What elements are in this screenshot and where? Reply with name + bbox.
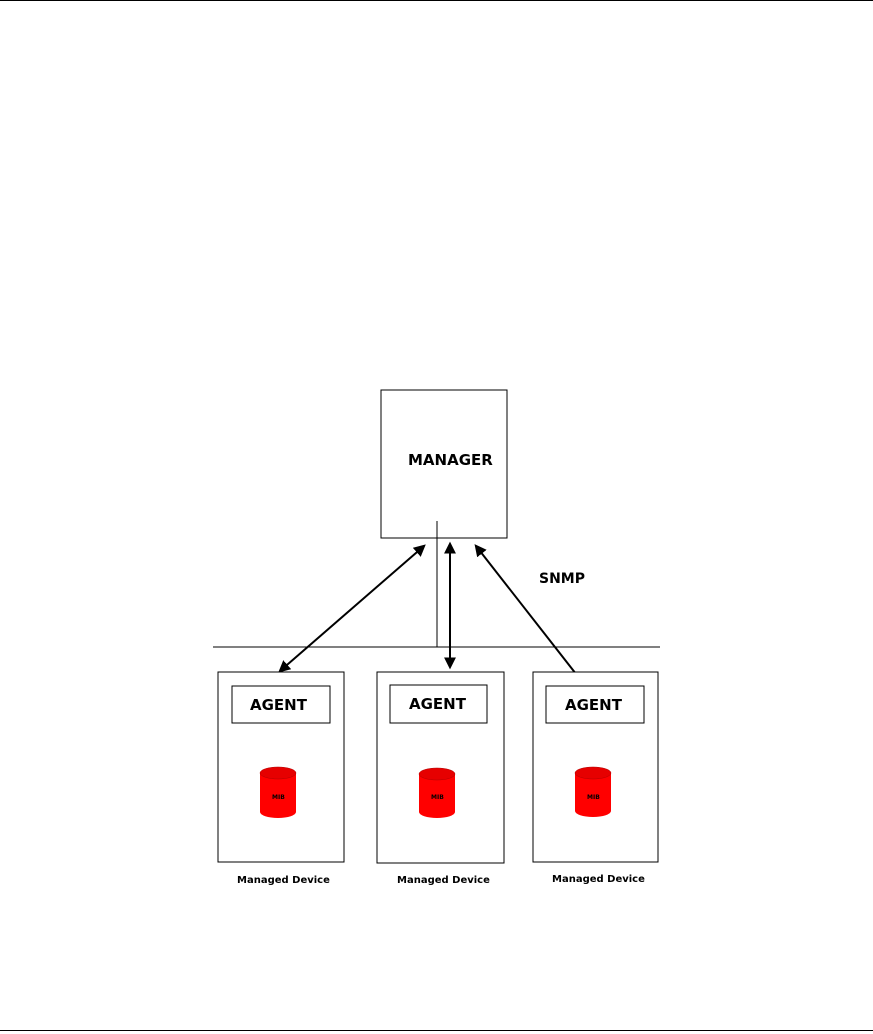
agent-label: AGENT	[565, 696, 623, 714]
managed-device-3: AGENT MIB Managed Device	[533, 672, 658, 885]
managed-device-1: AGENT MIB Managed Device	[218, 672, 344, 886]
arrow-manager-agent-3	[476, 546, 587, 688]
manager-node: MANAGER	[381, 390, 507, 538]
mib-label: MIB	[431, 794, 444, 801]
device-label: Managed Device	[552, 874, 645, 885]
mib-database-icon: MIB	[260, 767, 296, 818]
agent-label: AGENT	[409, 695, 467, 713]
managed-device-2: AGENT MIB Managed Device	[377, 672, 504, 886]
mib-label: MIB	[587, 794, 600, 801]
mib-database-icon: MIB	[575, 767, 611, 817]
manager-label: MANAGER	[408, 451, 493, 469]
agent-label: AGENT	[250, 696, 308, 714]
snmp-label: SNMP	[539, 571, 585, 587]
device-label: Managed Device	[397, 875, 490, 886]
mib-database-icon: MIB	[419, 768, 455, 818]
device-label: Managed Device	[237, 875, 330, 886]
mib-label: MIB	[272, 794, 285, 801]
arrow-manager-agent-1	[280, 546, 424, 671]
